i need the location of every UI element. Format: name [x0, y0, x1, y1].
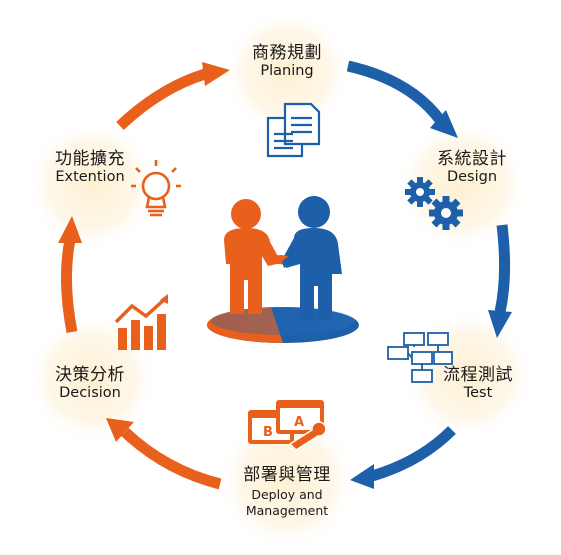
stage-title-en: Design — [446, 169, 498, 186]
stage-title-en: Extention — [55, 169, 125, 186]
svg-text:B: B — [263, 425, 273, 440]
cycle-arrows — [58, 60, 512, 490]
stage-title-en: Test — [463, 385, 493, 402]
arrow-test-to-deploy — [370, 426, 456, 482]
stage-label-deploy: 部署與管理 Deploy and Management — [222, 465, 352, 518]
stage-title-zh: 決策分析 — [55, 365, 125, 385]
stage-title-en: Deploy and Management — [245, 487, 329, 518]
arrow-deploy-to-decision — [121, 428, 222, 490]
lightbulb-icon — [131, 160, 181, 217]
stage-title-zh: 商務規劃 — [252, 43, 322, 63]
arrow-planning-to-design — [346, 60, 445, 124]
handshake-people-icon — [206, 196, 359, 343]
flowchart-icon — [387, 332, 453, 383]
arrow-decision-to-extension — [60, 238, 78, 334]
arrow-extension-to-planning — [116, 68, 207, 130]
stage-label-decision: 決策分析 Decision — [40, 365, 140, 402]
stage-title-en: Planing — [260, 63, 314, 80]
documents-icon — [266, 102, 321, 158]
stage-label-design: 系統設計 Design — [422, 149, 522, 186]
arrow-planning-to-design-head — [430, 110, 458, 138]
stage-title-zh: 系統設計 — [437, 149, 507, 169]
stage-title-zh: 功能擴充 — [55, 149, 125, 169]
arrow-deploy-to-decision-head — [106, 418, 134, 442]
stage-title-en: Decision — [59, 385, 121, 402]
arrow-design-to-test — [494, 224, 511, 314]
stage-title-zh: 流程測試 — [443, 365, 513, 385]
arrow-test-to-deploy-head — [350, 464, 374, 489]
gears-icon — [405, 177, 463, 230]
stage-label-test: 流程測試 Test — [428, 365, 528, 402]
stage-label-extension: 功能擴充 Extention — [38, 149, 142, 186]
bar-chart-icon — [114, 294, 168, 350]
svg-text:A: A — [294, 415, 304, 430]
arrow-decision-to-extension-head — [58, 216, 82, 243]
arrow-extension-to-planning-head — [202, 62, 230, 86]
stage-label-planning: 商務規劃 Planing — [237, 43, 337, 80]
arrow-design-to-test-head — [488, 310, 512, 338]
stage-glows — [26, 8, 534, 550]
windows-wrench-icon: B A — [248, 400, 327, 451]
stage-title-zh: 部署與管理 — [243, 465, 331, 485]
